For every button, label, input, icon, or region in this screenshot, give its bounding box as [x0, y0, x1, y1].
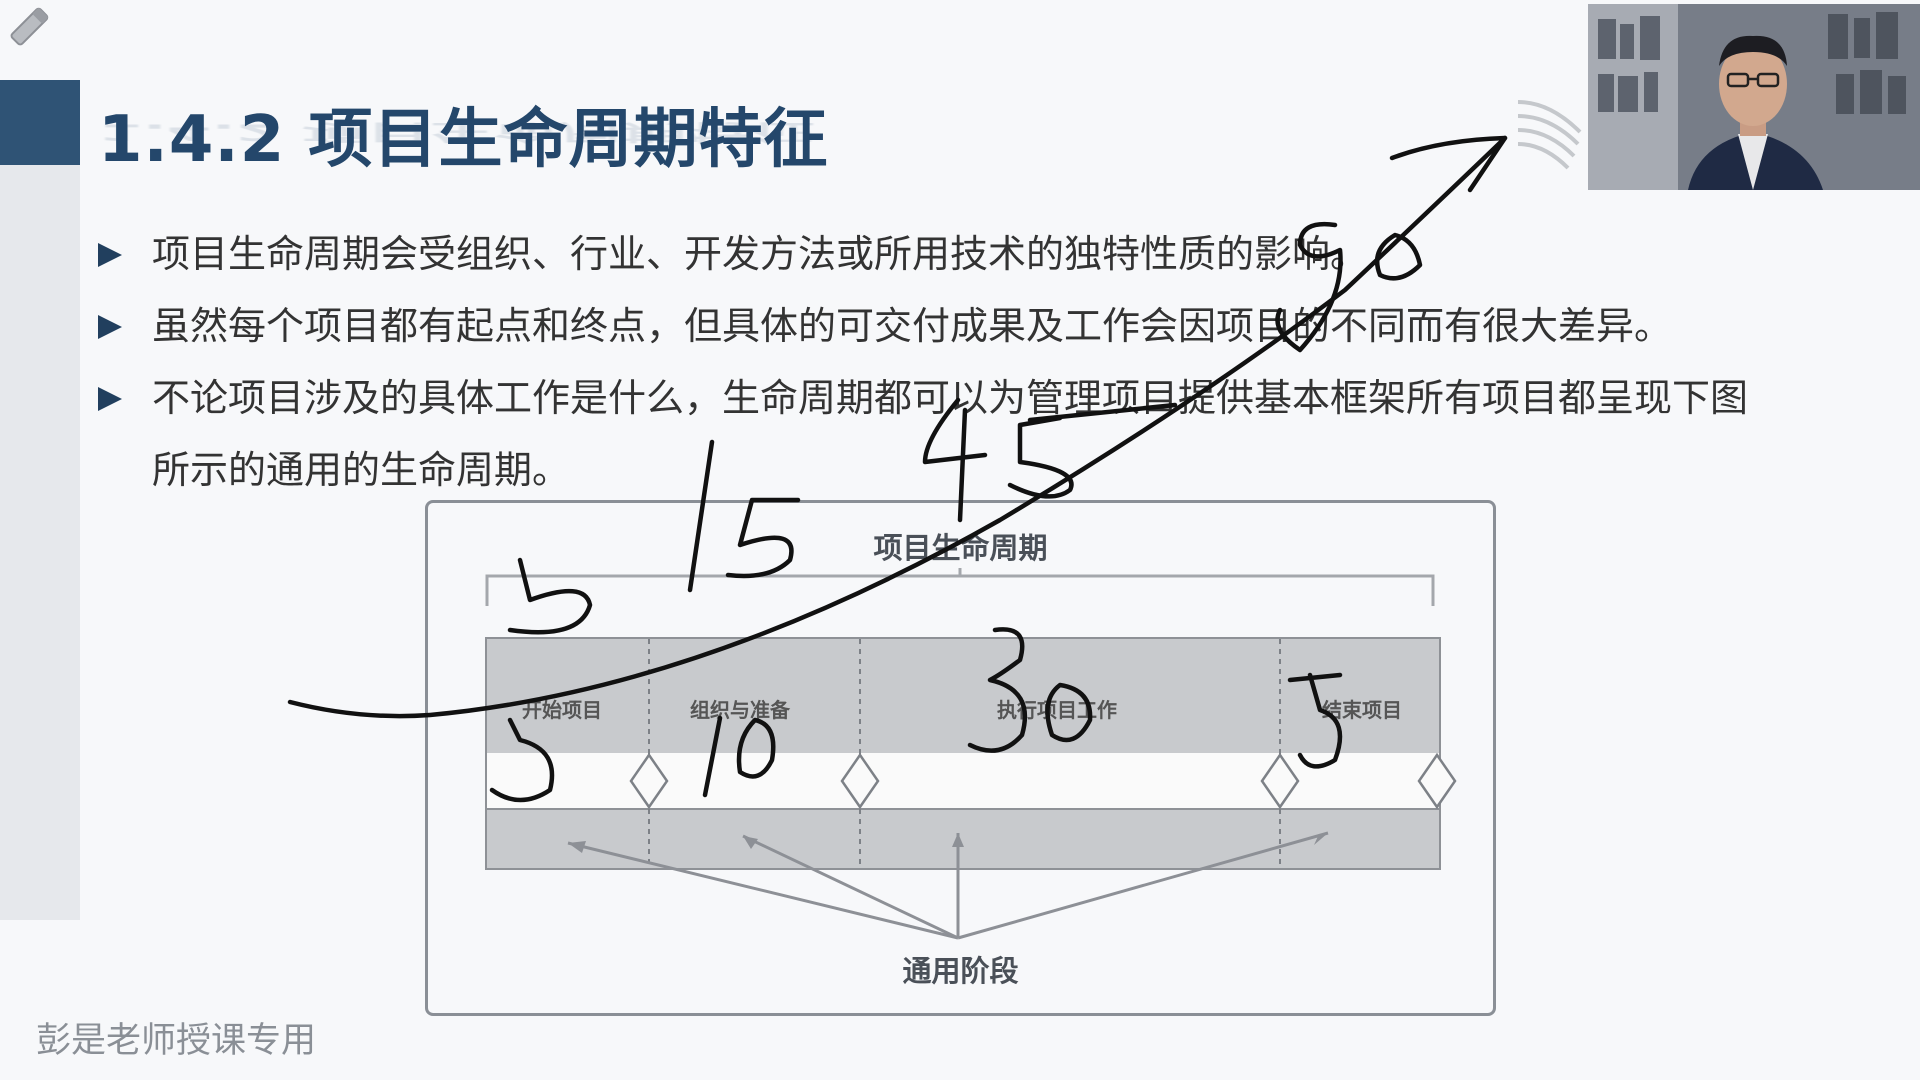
triangle-bullet-icon — [98, 387, 122, 411]
bullet-item: 项目生命周期会受组织、行业、开发方法或所用技术的独特性质的影响。 — [98, 218, 1858, 290]
phase-bottom-row — [485, 808, 1441, 870]
bullet-item: 不论项目涉及的具体工作是什么，生命周期都可以为管理项目提供基本框架所有项目都呈现… — [98, 362, 1858, 434]
triangle-bullet-icon — [98, 315, 122, 339]
bullet-text: 虽然每个项目都有起点和终点，但具体的可交付成果及工作会因项目的不同而有很大差异。 — [152, 304, 1673, 348]
triangle-bullet-icon — [98, 243, 122, 267]
webcam-video — [1588, 4, 1920, 190]
left-rail — [0, 165, 80, 920]
bullet-item-continuation: 所示的通用的生命周期。 — [98, 434, 1858, 506]
title-accent-bar — [0, 80, 80, 168]
diagram-overlay — [567, 639, 1457, 940]
watermark-text: 彭是老师授课专用 — [36, 1021, 317, 1061]
bullet-text: 项目生命周期会受组织、行业、开发方法或所用技术的独特性质的影响。 — [152, 232, 1369, 276]
milestone-diamond — [1260, 752, 1300, 810]
pen-icon[interactable] — [4, 4, 52, 52]
milestone-diamond — [629, 752, 669, 810]
bullet-text: 所示的通用的生命周期。 — [152, 448, 571, 492]
bullet-list: 项目生命周期会受组织、行业、开发方法或所用技术的独特性质的影响。 虽然每个项目都… — [98, 218, 1858, 506]
milestone-diamond — [1417, 752, 1457, 810]
bullet-text: 不论项目涉及的具体工作是什么，生命周期都可以为管理项目提供基本框架所有项目都呈现… — [152, 376, 1749, 420]
wave-logo-icon — [1517, 100, 1582, 170]
presenter-image — [1588, 4, 1920, 190]
curve-arrowhead — [1389, 135, 1508, 193]
lifecycle-diagram: 项目生命周期 开始项目 组织与准备 执行项目工作 结束项目 — [425, 500, 1496, 1016]
milestone-diamond — [840, 752, 880, 810]
diagram-footer: 通用阶段 — [902, 954, 1019, 988]
page-title-reflection: 1.4.2 项目生命周期特征 — [98, 118, 815, 145]
bullet-item: 虽然每个项目都有起点和终点，但具体的可交付成果及工作会因项目的不同而有很大差异。 — [98, 290, 1858, 362]
